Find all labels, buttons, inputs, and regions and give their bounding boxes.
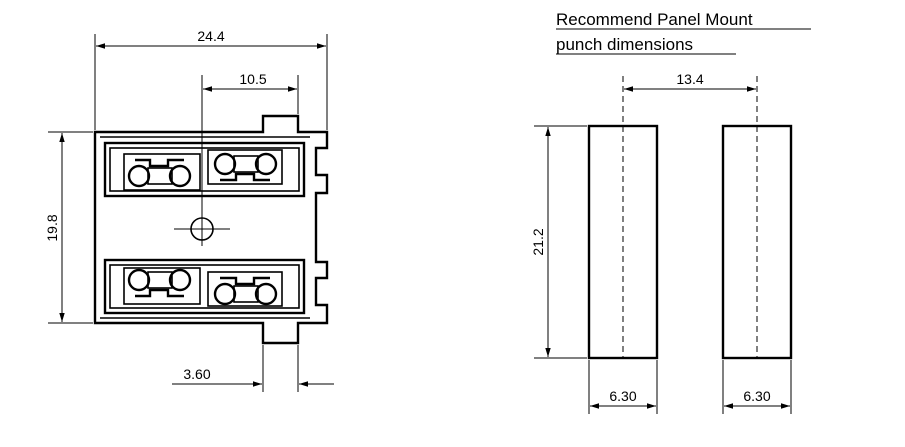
dim-label-3-60: 3.60: [183, 366, 210, 382]
dim-overall-width: 24.4: [94, 28, 328, 130]
fuse-bay-top: [103, 141, 306, 198]
panel-title-line2: punch dimensions: [556, 35, 693, 54]
dim-half-width: 10.5: [203, 71, 299, 114]
housing-outline: [93, 114, 329, 345]
dim-label-21-2: 21.2: [530, 228, 546, 255]
dim-label-6-30-right: 6.30: [743, 388, 770, 404]
dim-cutout-left-width: 6.30: [588, 360, 658, 414]
dim-label-10-5: 10.5: [239, 71, 266, 87]
dim-overall-height: 19.8: [44, 131, 93, 324]
dim-label-6-30-left: 6.30: [609, 388, 636, 404]
dim-label-13-4: 13.4: [676, 71, 703, 87]
dim-label-19-8: 19.8: [44, 214, 60, 241]
dim-cutout-right-width: 6.30: [722, 360, 792, 414]
dim-cutout-height: 21.2: [530, 125, 587, 359]
fuse-bay-bottom: [103, 258, 306, 315]
mounting-hole: [174, 75, 230, 246]
dim-center-distance: 13.4: [624, 71, 756, 92]
fuse-holder-front-view: 24.4 10.5 19.8 3.60: [44, 28, 334, 392]
panel-title-line1: Recommend Panel Mount: [556, 10, 753, 29]
dim-tab-width: 3.60: [172, 345, 334, 392]
panel-cutout-view: Recommend Panel Mount punch dimensions 1…: [530, 10, 811, 414]
dim-label-24-4: 24.4: [197, 28, 224, 44]
